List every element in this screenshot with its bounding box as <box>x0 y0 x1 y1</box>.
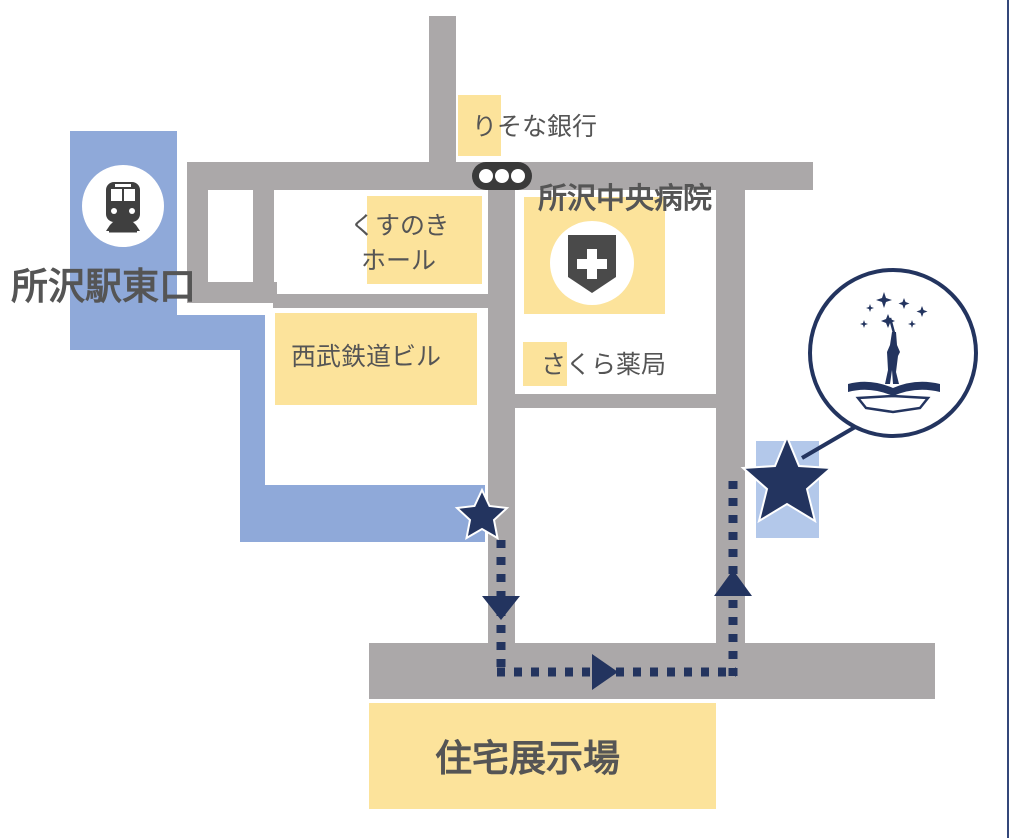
train-icon <box>106 182 140 233</box>
start-star-icon <box>454 487 510 540</box>
road-middle-horizontal <box>273 294 488 308</box>
road-pharmacy-horizontal <box>515 394 716 408</box>
traffic-light-icon <box>472 162 532 190</box>
walk-path-horizontal <box>240 485 485 542</box>
road-north-vertical <box>429 16 456 166</box>
seibu-label: 西武鉄道ビル <box>291 342 442 371</box>
route-arrow-down <box>482 596 520 620</box>
walk-path-connector <box>177 315 265 350</box>
seibu-building <box>275 313 477 405</box>
goal-star-icon <box>740 434 834 524</box>
bank-label: りそな銀行 <box>472 112 598 141</box>
road-center-vertical <box>488 190 515 645</box>
station-label: 所沢駅東口 <box>11 265 196 308</box>
pharmacy-label: さくら薬局 <box>541 350 667 379</box>
route-dotted-path <box>496 472 738 677</box>
frame-border <box>1007 0 1009 838</box>
logo-connector-line <box>800 421 864 460</box>
bank-building <box>458 95 501 156</box>
station-icon-circle <box>82 165 164 247</box>
road-left-stub-2 <box>253 162 274 282</box>
destination-building <box>369 703 716 809</box>
hall-building <box>367 196 482 284</box>
hospital-label: 所沢中央病院 <box>538 181 713 215</box>
road-station-horizontal <box>187 282 277 303</box>
road-left-stub-1 <box>187 162 208 282</box>
pharmacy-building <box>523 342 567 386</box>
route-arrow-right <box>592 654 618 690</box>
route-arrow-up <box>714 570 752 596</box>
destination-label: 住宅展示場 <box>435 737 620 780</box>
logo-icon <box>808 268 978 438</box>
hospital-cross-icon <box>568 235 616 293</box>
hospital-icon-circle <box>550 221 634 305</box>
hall-label-line2: ホール <box>361 246 437 275</box>
hall-label-line1: くすのき <box>350 211 450 240</box>
